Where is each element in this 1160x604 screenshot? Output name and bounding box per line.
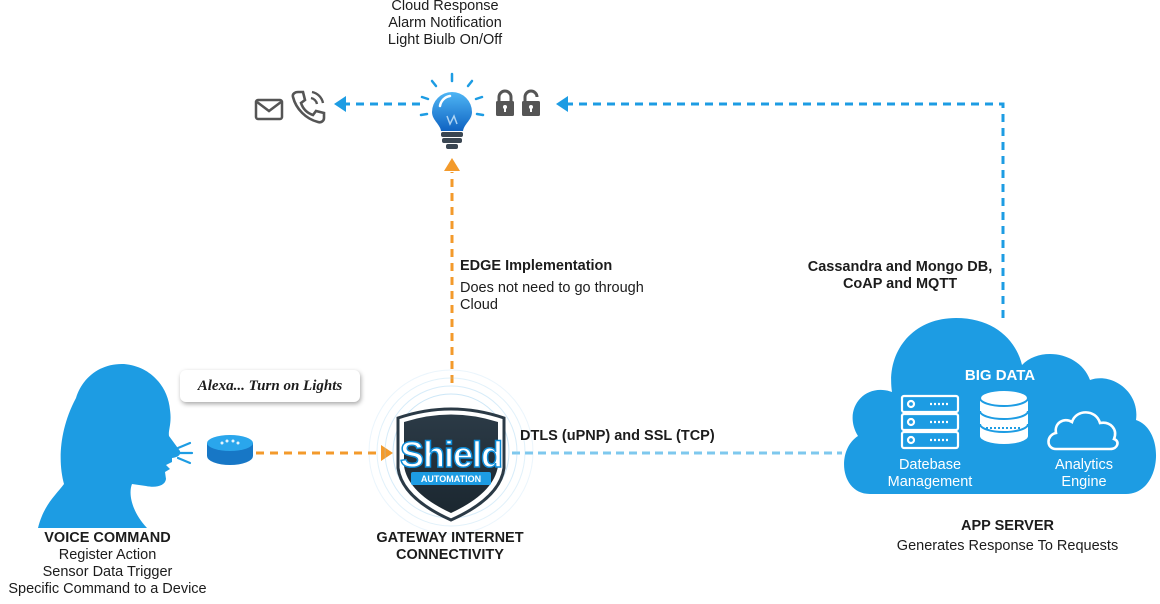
edge-line: Cloud [460, 297, 498, 313]
edge-title: EDGE Implementation [460, 258, 613, 274]
db-line: Cassandra and Mongo DB, [807, 259, 993, 275]
gateway-line: CONNECTIVITY [396, 547, 504, 563]
lightbulb-icon [419, 72, 485, 149]
top-label: Alarm Notification [388, 15, 502, 31]
edge-implementation-label: EDGE Implementation Does not need to go … [460, 258, 644, 314]
protocol-label: DTLS (uPNP) and SSL (TCP) [520, 428, 715, 444]
mail-icon [254, 98, 284, 121]
shield-logo-subtext: AUTOMATION [421, 474, 481, 484]
voice-item: Register Action [58, 547, 157, 563]
shield-logo-text: Shield [400, 434, 502, 475]
arrowhead-left [556, 96, 568, 112]
edge-line: Does not need to go through [460, 280, 644, 296]
cloud-analytics-line: Analytics [1054, 457, 1114, 473]
database-protocols-label: Cassandra and Mongo DB, CoAP and MQTT [790, 259, 1010, 293]
smart-speaker-icon [207, 435, 253, 465]
person-head-icon [38, 363, 181, 528]
arrowhead-up [444, 158, 460, 171]
app-server-title: APP SERVER [961, 518, 1054, 534]
voice-title: VOICE COMMAND [44, 530, 171, 546]
arrowhead-left [334, 96, 346, 112]
voice-item: Sensor Data Trigger [42, 564, 173, 580]
app-server-subtitle: Generates Response To Requests [896, 538, 1119, 554]
lock-open-icon [522, 89, 540, 116]
arrowhead-right [381, 445, 393, 461]
database-icon [979, 389, 1029, 444]
cloud-analytics-line: Engine [1061, 474, 1107, 490]
shield-logo-icon: Shield AUTOMATION [396, 407, 506, 522]
edge-connector [444, 158, 460, 383]
analytics-engine-label: Analytics Engine [1024, 457, 1144, 491]
voice-waves-icon [176, 441, 194, 465]
database-management-label: Datebase Management [870, 457, 990, 491]
db-line: CoAP and MQTT [842, 276, 958, 292]
gateway-line: GATEWAY INTERNET [376, 530, 524, 546]
top-label: Light Biulb On/Off [387, 32, 503, 48]
bulb-to-notifications-connector [334, 96, 420, 112]
cloud-icon [1047, 411, 1119, 451]
cloud-response-labels: Cloud Response Alarm Notification Light … [330, 0, 560, 49]
speech-bubble: Alexa... Turn on Lights [180, 370, 360, 402]
voice-command-block: VOICE COMMAND Register Action Sensor Dat… [0, 530, 215, 598]
cloud-db-line: Management [887, 474, 973, 490]
top-label: Cloud Response [391, 0, 499, 14]
server-rack-icon [900, 394, 960, 450]
cloud-db-line: Datebase [898, 457, 962, 473]
phone-icon [291, 90, 326, 124]
big-data-title: BIG DATA [964, 367, 1036, 384]
lock-closed-icon [496, 89, 514, 116]
voice-item: Specific Command to a Device [8, 581, 207, 597]
cloud-to-locks-connector [556, 96, 1005, 318]
app-server-block: APP SERVER Generates Response To Request… [880, 518, 1135, 555]
speaker-to-gateway-connector [256, 445, 393, 461]
gateway-label: GATEWAY INTERNET CONNECTIVITY [350, 530, 550, 564]
